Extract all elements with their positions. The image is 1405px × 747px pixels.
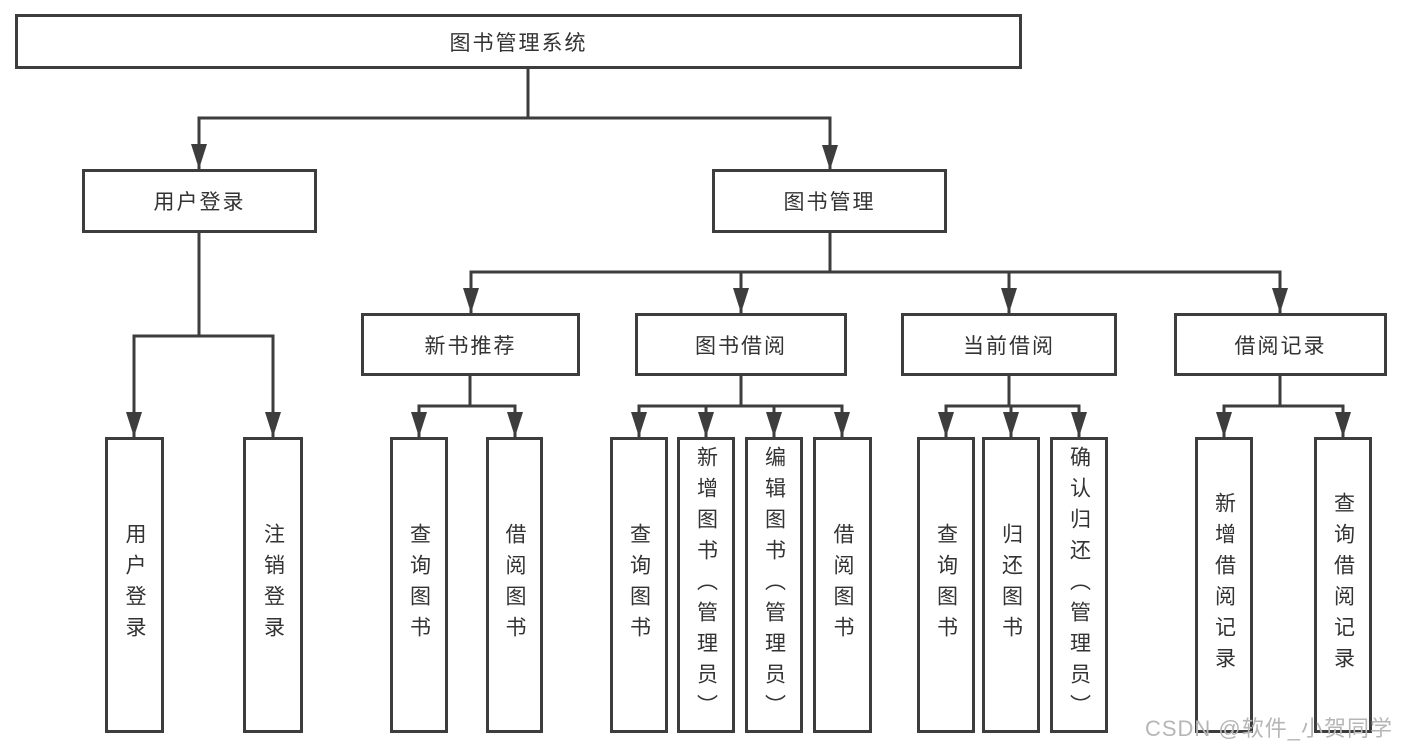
diagram-node-label: 借阅图书 xyxy=(503,523,526,647)
diagram-node-label: 查询借阅记录 xyxy=(1331,492,1355,678)
diagram-node-label: 当前借阅 xyxy=(963,334,1055,358)
diagram-node: 查询借阅记录 xyxy=(1314,437,1372,733)
diagram-node-label: 注销登录 xyxy=(261,523,285,647)
diagram-node: 确认归还（管理员） xyxy=(1050,437,1108,733)
arrowhead-icon xyxy=(411,412,427,437)
diagram-node-label: 图书借阅 xyxy=(695,334,787,358)
diagram-node: 新增借阅记录 xyxy=(1195,437,1253,733)
arrowhead-icon xyxy=(507,412,523,437)
diagram-node-label: 图书管理系统 xyxy=(449,31,588,55)
connector-lines xyxy=(132,69,1345,437)
arrowhead-icon xyxy=(631,412,647,437)
arrowhead-icon xyxy=(834,412,850,437)
diagram-node-label: 查询图书 xyxy=(407,523,431,647)
diagram-node: 图书管理 xyxy=(712,169,947,233)
diagram-node-label: 查询图书 xyxy=(627,523,651,647)
diagram-node-label: 新增图书（管理员） xyxy=(694,445,718,725)
watermark: CSDN @软件_小贺同学 xyxy=(1144,716,1393,741)
diagram-node-label: 归还图书 xyxy=(999,523,1023,647)
arrowhead-icon xyxy=(1001,288,1017,313)
diagram-node: 查询图书 xyxy=(390,437,448,733)
diagram-node-label: 用户登录 xyxy=(123,523,146,647)
arrowhead-icon xyxy=(1272,288,1288,313)
arrowhead-icon xyxy=(733,288,749,313)
arrowhead-icon xyxy=(1216,412,1232,437)
diagram-node: 查询图书 xyxy=(917,437,975,733)
arrowhead-icon xyxy=(265,412,281,437)
arrowhead-icons xyxy=(126,144,1351,437)
diagram-node: 用户登录 xyxy=(105,437,164,733)
arrowhead-icon xyxy=(1335,412,1351,437)
diagram-node-label: 编辑图书（管理员） xyxy=(762,445,786,725)
arrowhead-icon xyxy=(126,412,142,437)
arrowhead-icon xyxy=(463,288,479,313)
diagram-node: 编辑图书（管理员） xyxy=(745,437,803,733)
diagram-node-label: 借阅图书 xyxy=(831,523,854,647)
diagram-node: 借阅图书 xyxy=(486,437,543,733)
diagram-node: 当前借阅 xyxy=(901,313,1117,376)
arrowhead-icon xyxy=(766,412,782,437)
arrowhead-icon xyxy=(1003,412,1019,437)
diagram-node: 归还图书 xyxy=(982,437,1040,733)
diagram-node: 借阅图书 xyxy=(813,437,872,733)
diagram-node-label: 新书推荐 xyxy=(424,334,517,358)
diagram-node: 新书推荐 xyxy=(361,313,580,376)
diagram-node: 图书管理系统 xyxy=(15,14,1022,69)
diagram-node: 图书借阅 xyxy=(635,313,847,376)
diagram-node: 注销登录 xyxy=(243,437,303,733)
arrowhead-icon xyxy=(191,144,207,169)
diagram-node-label: 确认归还（管理员） xyxy=(1067,445,1091,725)
diagram-node-label: 图书管理 xyxy=(783,191,876,214)
arrowhead-icon xyxy=(1071,412,1087,437)
diagram-node: 查询图书 xyxy=(610,437,668,733)
diagram-node-label: 借阅记录 xyxy=(1234,334,1327,358)
arrowhead-icon xyxy=(938,412,954,437)
diagram-node: 借阅记录 xyxy=(1174,313,1387,376)
diagram-node: 新增图书（管理员） xyxy=(677,437,735,733)
diagram-node: 用户登录 xyxy=(82,169,317,233)
diagram-node-label: 查询图书 xyxy=(934,523,958,647)
diagram-node-label: 用户登录 xyxy=(153,191,246,214)
diagram-node-label: 新增借阅记录 xyxy=(1212,492,1236,678)
arrowhead-icon xyxy=(698,412,714,437)
arrowhead-icon xyxy=(822,145,838,170)
